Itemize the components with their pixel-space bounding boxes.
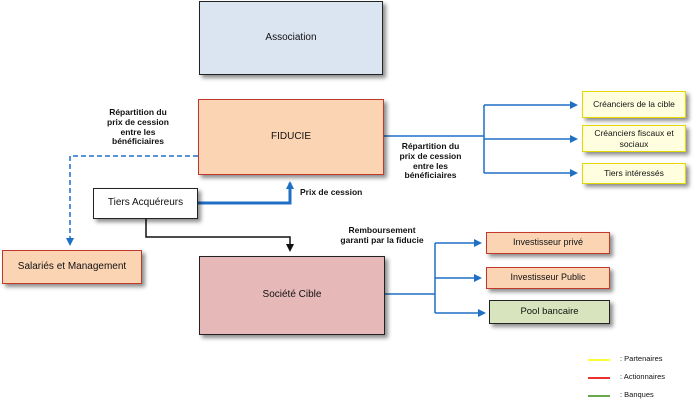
salaries-management-node: Salariés et Management (2, 250, 142, 284)
creanciers-cible-node: Créanciers de la cible (582, 91, 686, 118)
arrow-prix-de-cession (198, 181, 294, 205)
legend-label-actionnaires: : Actionnaires (620, 372, 666, 381)
arrow-tiers-to-cible (145, 219, 294, 252)
legend-line-partenaires (588, 359, 610, 361)
label-repartition-left: Répartition du prix de cession entre les… (107, 107, 169, 147)
label-remboursement: Remboursement garanti par la fiducie (340, 225, 424, 245)
investisseur-prive-node: Investisseur privé (486, 232, 610, 254)
fiducie-node: FIDUCIE (198, 99, 384, 175)
label-prix-de-cession: Prix de cession (300, 187, 363, 197)
tiers-acquereurs-node: Tiers Acquéreurs (93, 188, 198, 219)
tiers-interesses-node: Tiers intéressés (582, 163, 686, 184)
legend-label-banques: : Banques (620, 390, 654, 399)
pool-bancaire-node: Pool bancaire (489, 300, 610, 324)
creanciers-fiscaux-node: Créanciers fiscaux et sociaux (582, 125, 686, 152)
investisseur-public-node: Investisseur Public (486, 267, 610, 289)
legend-line-banques (588, 395, 610, 397)
legend-label-partenaires: : Partenaires (620, 354, 663, 363)
societe-cible-node: Société Cible (199, 256, 385, 335)
arrow-fiducie-to-salaries (66, 155, 198, 246)
association-node: Association (199, 1, 383, 75)
legend-line-actionnaires (588, 377, 610, 379)
label-repartition-right: Répartition du prix de cession entre les… (399, 141, 462, 181)
